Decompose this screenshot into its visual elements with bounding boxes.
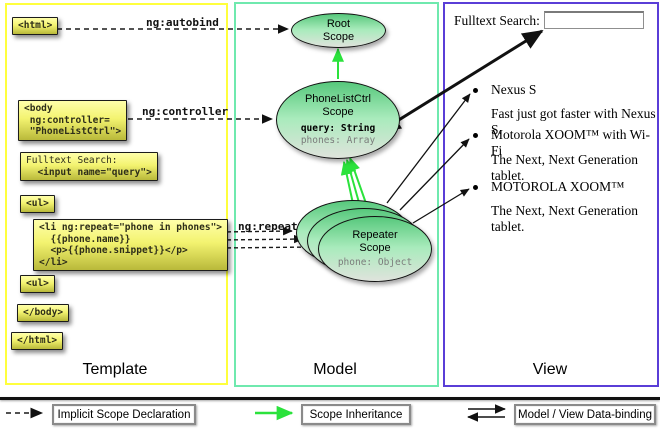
code-ul-open: <ul> xyxy=(20,195,55,213)
list-bullet-3 xyxy=(473,185,478,190)
list-item-desc-1: Fast just got faster with Nexus S. xyxy=(491,106,656,137)
legend-model-view-databinding: Model / View Data-binding xyxy=(514,404,656,425)
list-bullet-1 xyxy=(473,88,478,93)
code-html-close: </html> xyxy=(11,332,64,350)
view-panel-label: View xyxy=(532,361,568,378)
phonelistctrl-prop-phones: phones: Array xyxy=(300,134,376,146)
repeater-prop-phone: phone: Object xyxy=(337,257,413,269)
list-item-title-1: Nexus S xyxy=(491,82,537,97)
model-panel xyxy=(234,2,439,387)
code-ul-close: <ul> xyxy=(20,275,55,293)
legend-scope-inheritance: Scope Inheritance xyxy=(301,404,411,425)
list-bullet-2 xyxy=(473,133,478,138)
list-item-title-3: MOTOROLA XOOM™ xyxy=(491,179,625,194)
ng-repeat-label: ng:repeat xyxy=(238,220,298,233)
legend-divider xyxy=(0,397,660,400)
code-fulltext-label: Fulltext Search: xyxy=(26,155,118,166)
code-li-repeat: <li ng:repeat="phone in phones"> {{phone… xyxy=(33,219,229,272)
legend-implicit-scope: Implicit Scope Declaration xyxy=(52,404,196,425)
ng-autobind-label: ng:autobind xyxy=(146,16,219,29)
list-item-desc-2: The Next, Next Generation tablet. xyxy=(491,152,638,183)
list-item-title-2: Motorola XOOM™ with Wi-Fi xyxy=(491,127,651,158)
code-html-open: <html> xyxy=(12,17,59,35)
code-body-open: <body ng:controller= "PhoneListCtrl"> xyxy=(18,100,128,141)
code-body-close: </body> xyxy=(17,304,70,322)
list-item-desc-3: The Next, Next Generation tablet. xyxy=(491,203,638,234)
template-panel xyxy=(5,3,228,385)
code-fulltext-input: <input name="query"> xyxy=(26,166,152,178)
code-fulltext-search: Fulltext Search: <input name="query"> xyxy=(20,152,158,182)
template-panel-label: Template xyxy=(82,361,148,378)
phonelistctrl-prop-query: query: String xyxy=(300,122,376,134)
view-search-label: Fulltext Search: xyxy=(454,13,540,28)
search-input[interactable] xyxy=(544,11,644,29)
model-panel-label: Model xyxy=(313,361,357,378)
ng-controller-label: ng:controller xyxy=(142,105,229,118)
